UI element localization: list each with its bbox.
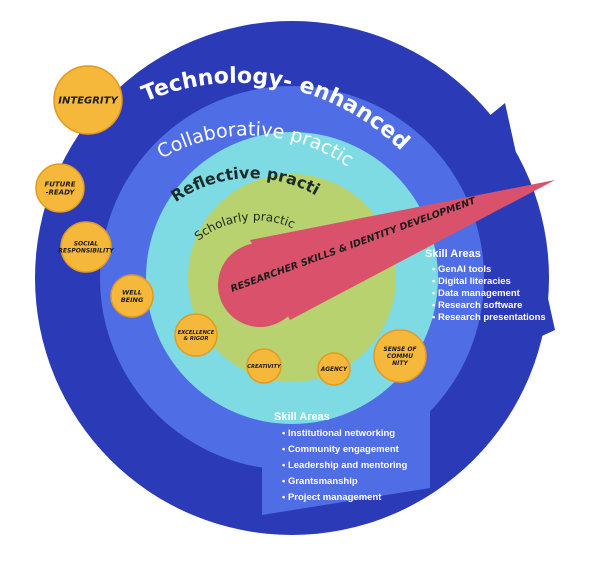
skill-area-item: • Grantsmanship [282, 476, 358, 487]
sense-of-community-badge-label: NITY [392, 360, 408, 367]
skill-area-item: • Data management [432, 288, 521, 299]
sense-of-community-badge-label: SENSE OF [383, 346, 417, 353]
skill-area-item: • Research software [432, 300, 522, 311]
agency-badge: AGENCY [317, 352, 351, 386]
technology-skill-areas: Skill Areas • GenAI tools• Digital liter… [425, 248, 546, 323]
well-being-badge-label: BEING [121, 296, 144, 304]
integrity-badge: INTEGRITY [53, 65, 123, 135]
agency-badge-label: AGENCY [320, 367, 348, 373]
skill-area-item: • GenAI tools [432, 264, 491, 275]
creativity-badge-label: CREATIVITY [247, 364, 282, 370]
technology-skill-areas-title: Skill Areas [425, 248, 481, 260]
sense-of-community-badge-circle [373, 329, 427, 383]
well-being-badge-circle [110, 274, 154, 318]
skill-area-item: • Leadership and mentoring [282, 460, 407, 471]
skill-area-item: • Digital literacies [432, 276, 511, 287]
integrity-badge-circle [53, 65, 123, 135]
social-responsibility-badge-label: SOCIAL [74, 241, 99, 248]
skill-area-item: • Institutional networking [282, 428, 395, 439]
future-ready-badge: FUTURE-READY [35, 163, 85, 213]
well-being-badge-label: WELL [122, 289, 142, 297]
agency-badge-circle [317, 352, 351, 386]
excellence-rigor-badge-circle [174, 313, 218, 357]
excellence-rigor-badge-label: EXCELLENCE [178, 330, 215, 336]
core-pointer [250, 180, 555, 320]
skill-area-item: • Research presentations [432, 312, 546, 323]
integrity-badge-label: INTEGRITY [58, 96, 119, 107]
skill-area-item: • Project management [282, 492, 382, 503]
future-ready-badge-label: -READY [46, 188, 76, 196]
creativity-badge: CREATIVITY [246, 348, 282, 384]
future-ready-badge-circle [35, 163, 85, 213]
sense-of-community-badge-label: COMMU [387, 353, 413, 360]
social-responsibility-badge-circle [60, 221, 112, 273]
value-badges: INTEGRITY FUTURE-READY SOCIALRESPONSIBILIT… [35, 65, 427, 386]
social-responsibility-badge-label: RESPONSIBILITY [58, 248, 114, 255]
excellence-rigor-badge: EXCELLENCE& RIGOR [174, 313, 218, 357]
core-circle [218, 243, 302, 327]
skill-area-item: • Community engagement [282, 444, 400, 455]
creativity-badge-circle [246, 348, 282, 384]
excellence-rigor-badge-label: & RIGOR [184, 336, 209, 342]
future-ready-badge-label: FUTURE [44, 180, 75, 188]
collaborative-skill-areas: Skill Areas • Institutional networking • … [274, 411, 407, 503]
collaborative-skill-areas-title: Skill Areas [274, 411, 330, 423]
